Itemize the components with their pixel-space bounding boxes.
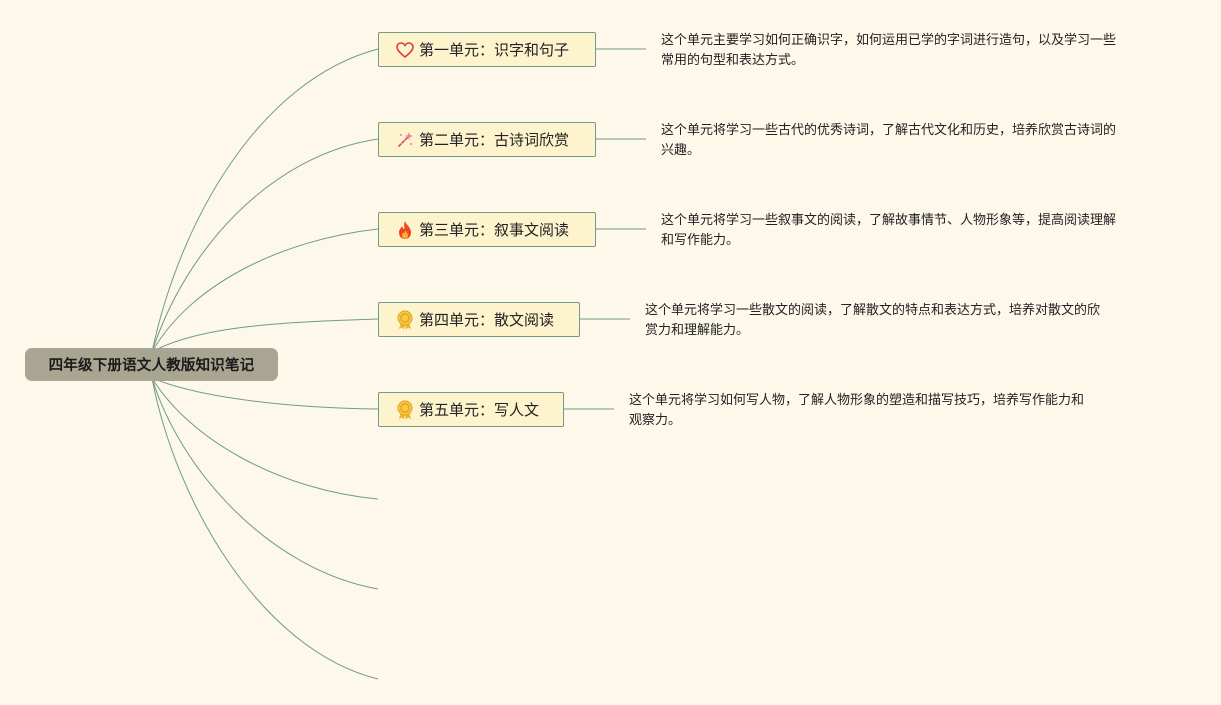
- connector-root-topic-4: [151, 318, 379, 353]
- connector-root-topic-1: [151, 48, 379, 353]
- description-line: 这个单元主要学习如何正确识字，如何运用已学的字词进行造句，以及学习一些: [661, 33, 1117, 48]
- topic-label: 第五单元：写人文: [419, 401, 540, 419]
- topic-description-1[interactable]: 这个单元主要学习如何正确识字，如何运用已学的字词进行造句，以及学习一些 常用的句…: [661, 31, 1116, 71]
- description-line: 兴趣。: [661, 143, 701, 158]
- topic-label: 第一单元：识字和句子: [419, 41, 570, 59]
- topic-unit-4[interactable]: 第四单元：散文阅读: [378, 302, 580, 337]
- topic-description-2[interactable]: 这个单元将学习一些古代的优秀诗词，了解古代文化和历史，培养欣赏古诗词的 兴趣。: [661, 121, 1116, 161]
- heart-icon: [395, 40, 415, 60]
- award-medal-icon: [395, 310, 415, 330]
- description-line: 观察力。: [629, 413, 682, 428]
- fire-icon: [395, 220, 415, 240]
- connector-root-empty-3: [151, 377, 379, 680]
- topic-description-4[interactable]: 这个单元将学习一些散文的阅读，了解散文的特点和表达方式，培养对散文的欣 赏力和理…: [645, 301, 1100, 341]
- description-line: 和写作能力。: [661, 233, 740, 248]
- description-line: 这个单元将学习如何写人物，了解人物形象的塑造和描写技巧，培养写作能力和: [629, 393, 1085, 408]
- connector-root-empty-1: [151, 377, 379, 500]
- description-line: 这个单元将学习一些古代的优秀诗词，了解古代文化和历史，培养欣赏古诗词的: [661, 123, 1117, 138]
- description-line: 这个单元将学习一些散文的阅读，了解散文的特点和表达方式，培养对散文的欣: [645, 303, 1101, 318]
- connector-root-empty-2: [151, 377, 379, 590]
- topic-description-3[interactable]: 这个单元将学习一些叙事文的阅读，了解故事情节、人物形象等，提高阅读理解 和写作能…: [661, 211, 1116, 251]
- topic-label: 第二单元：古诗词欣赏: [419, 131, 570, 149]
- topic-unit-5[interactable]: 第五单元：写人文: [378, 392, 564, 427]
- topic-label: 第三单元：叙事文阅读: [419, 221, 570, 239]
- topic-unit-3[interactable]: 第三单元：叙事文阅读: [378, 212, 596, 247]
- description-line: 这个单元将学习一些叙事文的阅读，了解故事情节、人物形象等，提高阅读理解: [661, 213, 1117, 228]
- connector-root-topic-3: [151, 228, 379, 353]
- connector-root-topic-5: [151, 377, 379, 410]
- topic-label: 第四单元：散文阅读: [419, 311, 555, 329]
- topic-description-5[interactable]: 这个单元将学习如何写人物，了解人物形象的塑造和描写技巧，培养写作能力和 观察力。: [629, 391, 1084, 431]
- root-topic[interactable]: 四年级下册语文人教版知识笔记: [25, 348, 278, 381]
- description-line: 赏力和理解能力。: [645, 323, 750, 338]
- award-medal-icon: [395, 400, 415, 420]
- description-line: 常用的句型和表达方式。: [661, 53, 805, 68]
- topic-unit-1[interactable]: 第一单元：识字和句子: [378, 32, 596, 67]
- connector-root-topic-2: [151, 138, 379, 353]
- topic-unit-2[interactable]: 第二单元：古诗词欣赏: [378, 122, 596, 157]
- sparkle-wand-icon: [395, 130, 415, 150]
